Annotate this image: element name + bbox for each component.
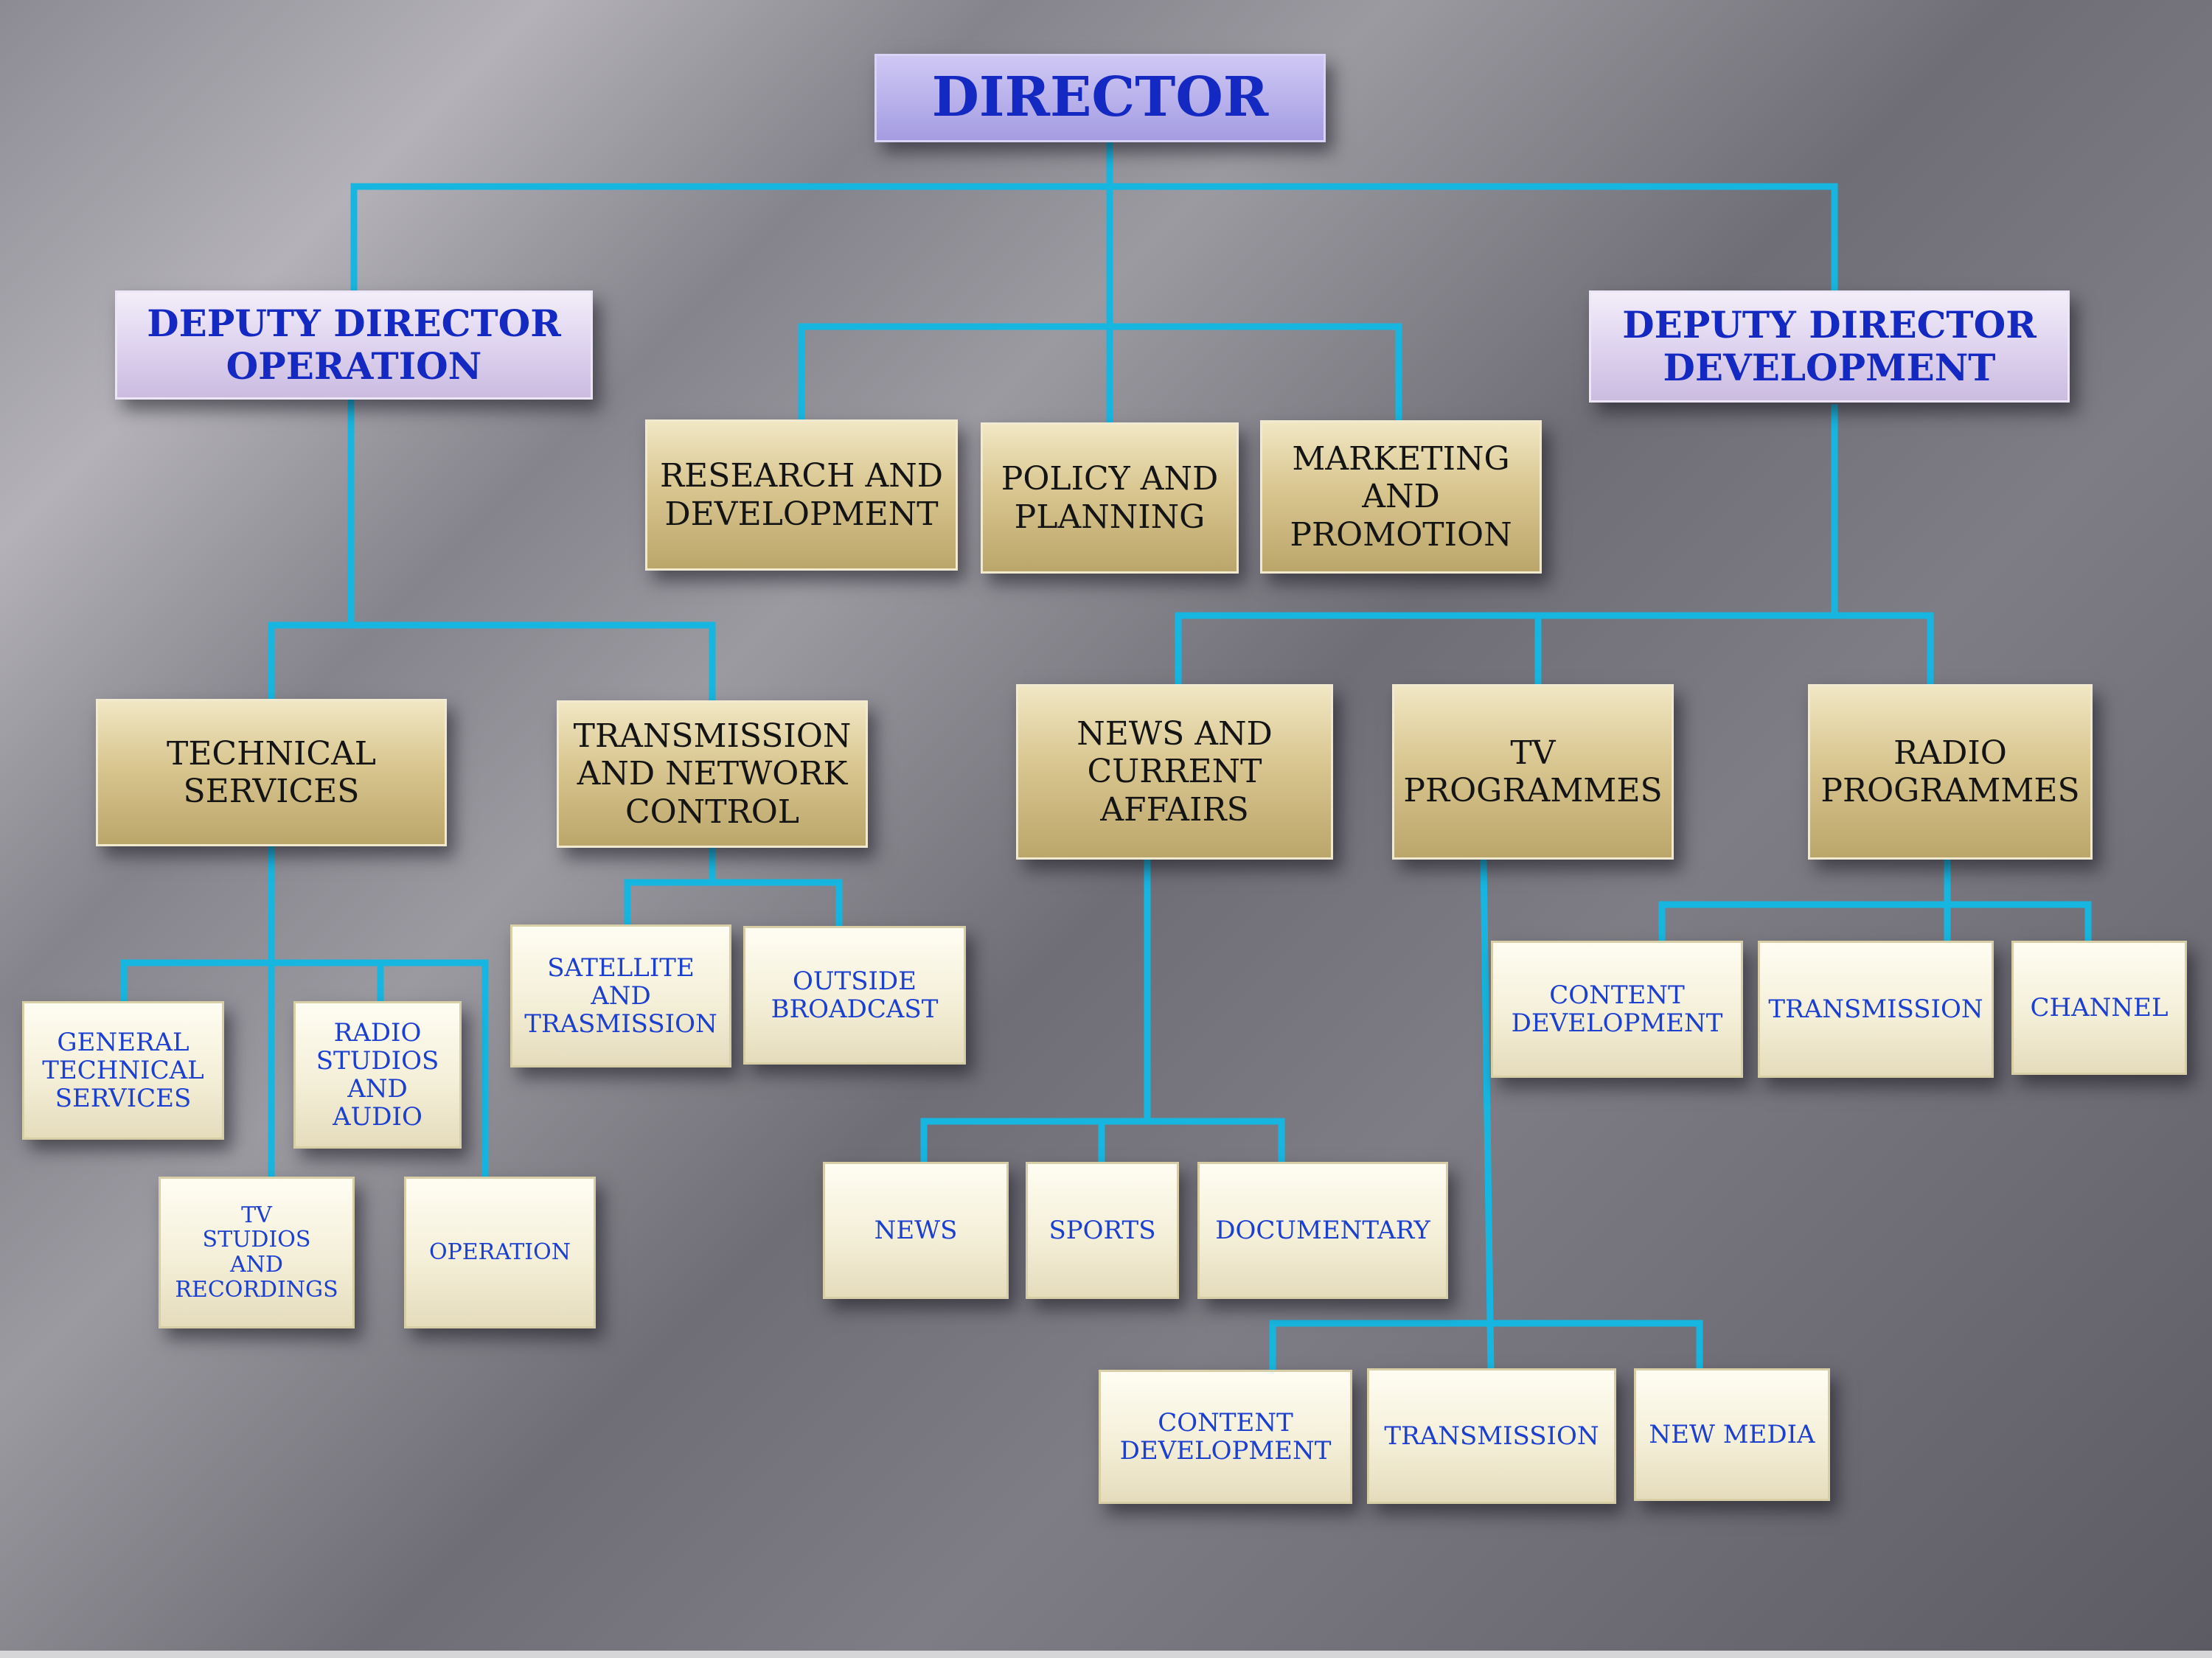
node-radio-programmes: RADIO PROGRAMMES: [1808, 684, 2093, 860]
node-news: NEWS: [823, 1162, 1009, 1299]
node-general-technical-services: GENERAL TECHNICAL SERVICES: [22, 1001, 224, 1140]
node-new-media: NEW MEDIA: [1634, 1368, 1830, 1501]
page-footer-bar: [0, 1651, 2212, 1658]
node-transmission-and-network-control: TRANSMISSION AND NETWORK CONTROL: [557, 700, 868, 848]
node-research-and-development: RESEARCH AND DEVELOPMENT: [645, 419, 958, 571]
node-deputy-director-operation: DEPUTY DIRECTOR OPERATION: [115, 290, 593, 400]
node-tv-programmes: TV PROGRAMMES: [1392, 684, 1674, 860]
node-news-and-current-affairs: NEWS AND CURRENT AFFAIRS: [1016, 684, 1333, 860]
node-policy-and-planning: POLICY AND PLANNING: [981, 422, 1239, 574]
connector-tv-trunk: [1480, 856, 1495, 1375]
node-director: DIRECTOR: [874, 54, 1326, 142]
node-radio-studios-and-audio: RADIO STUDIOS AND AUDIO: [293, 1001, 462, 1149]
node-radio-transmission: TRANSMISSION: [1758, 941, 1994, 1078]
node-tv-studios-and-recordings: TV STUDIOS AND RECORDINGS: [159, 1177, 355, 1328]
node-satellite-and-trasmission: SATELLITE AND TRASMISSION: [510, 924, 731, 1067]
node-technical-services: TECHNICAL SERVICES: [96, 699, 447, 846]
node-documentary: DOCUMENTARY: [1197, 1162, 1448, 1299]
node-sports: SPORTS: [1026, 1162, 1179, 1299]
node-marketing-and-promotion: MARKETING AND PROMOTION: [1260, 420, 1542, 574]
node-tv-content-development: CONTENT DEVELOPMENT: [1099, 1370, 1352, 1504]
node-channel: CHANNEL: [2011, 941, 2187, 1075]
node-tv-transmission: TRANSMISSION: [1367, 1368, 1616, 1504]
node-outside-broadcast: OUTSIDE BROADCAST: [743, 926, 966, 1065]
node-deputy-director-development: DEPUTY DIRECTOR DEVELOPMENT: [1589, 290, 2070, 403]
node-radio-content-development: CONTENT DEVELOPMENT: [1491, 941, 1743, 1078]
node-operation: OPERATION: [404, 1177, 596, 1328]
